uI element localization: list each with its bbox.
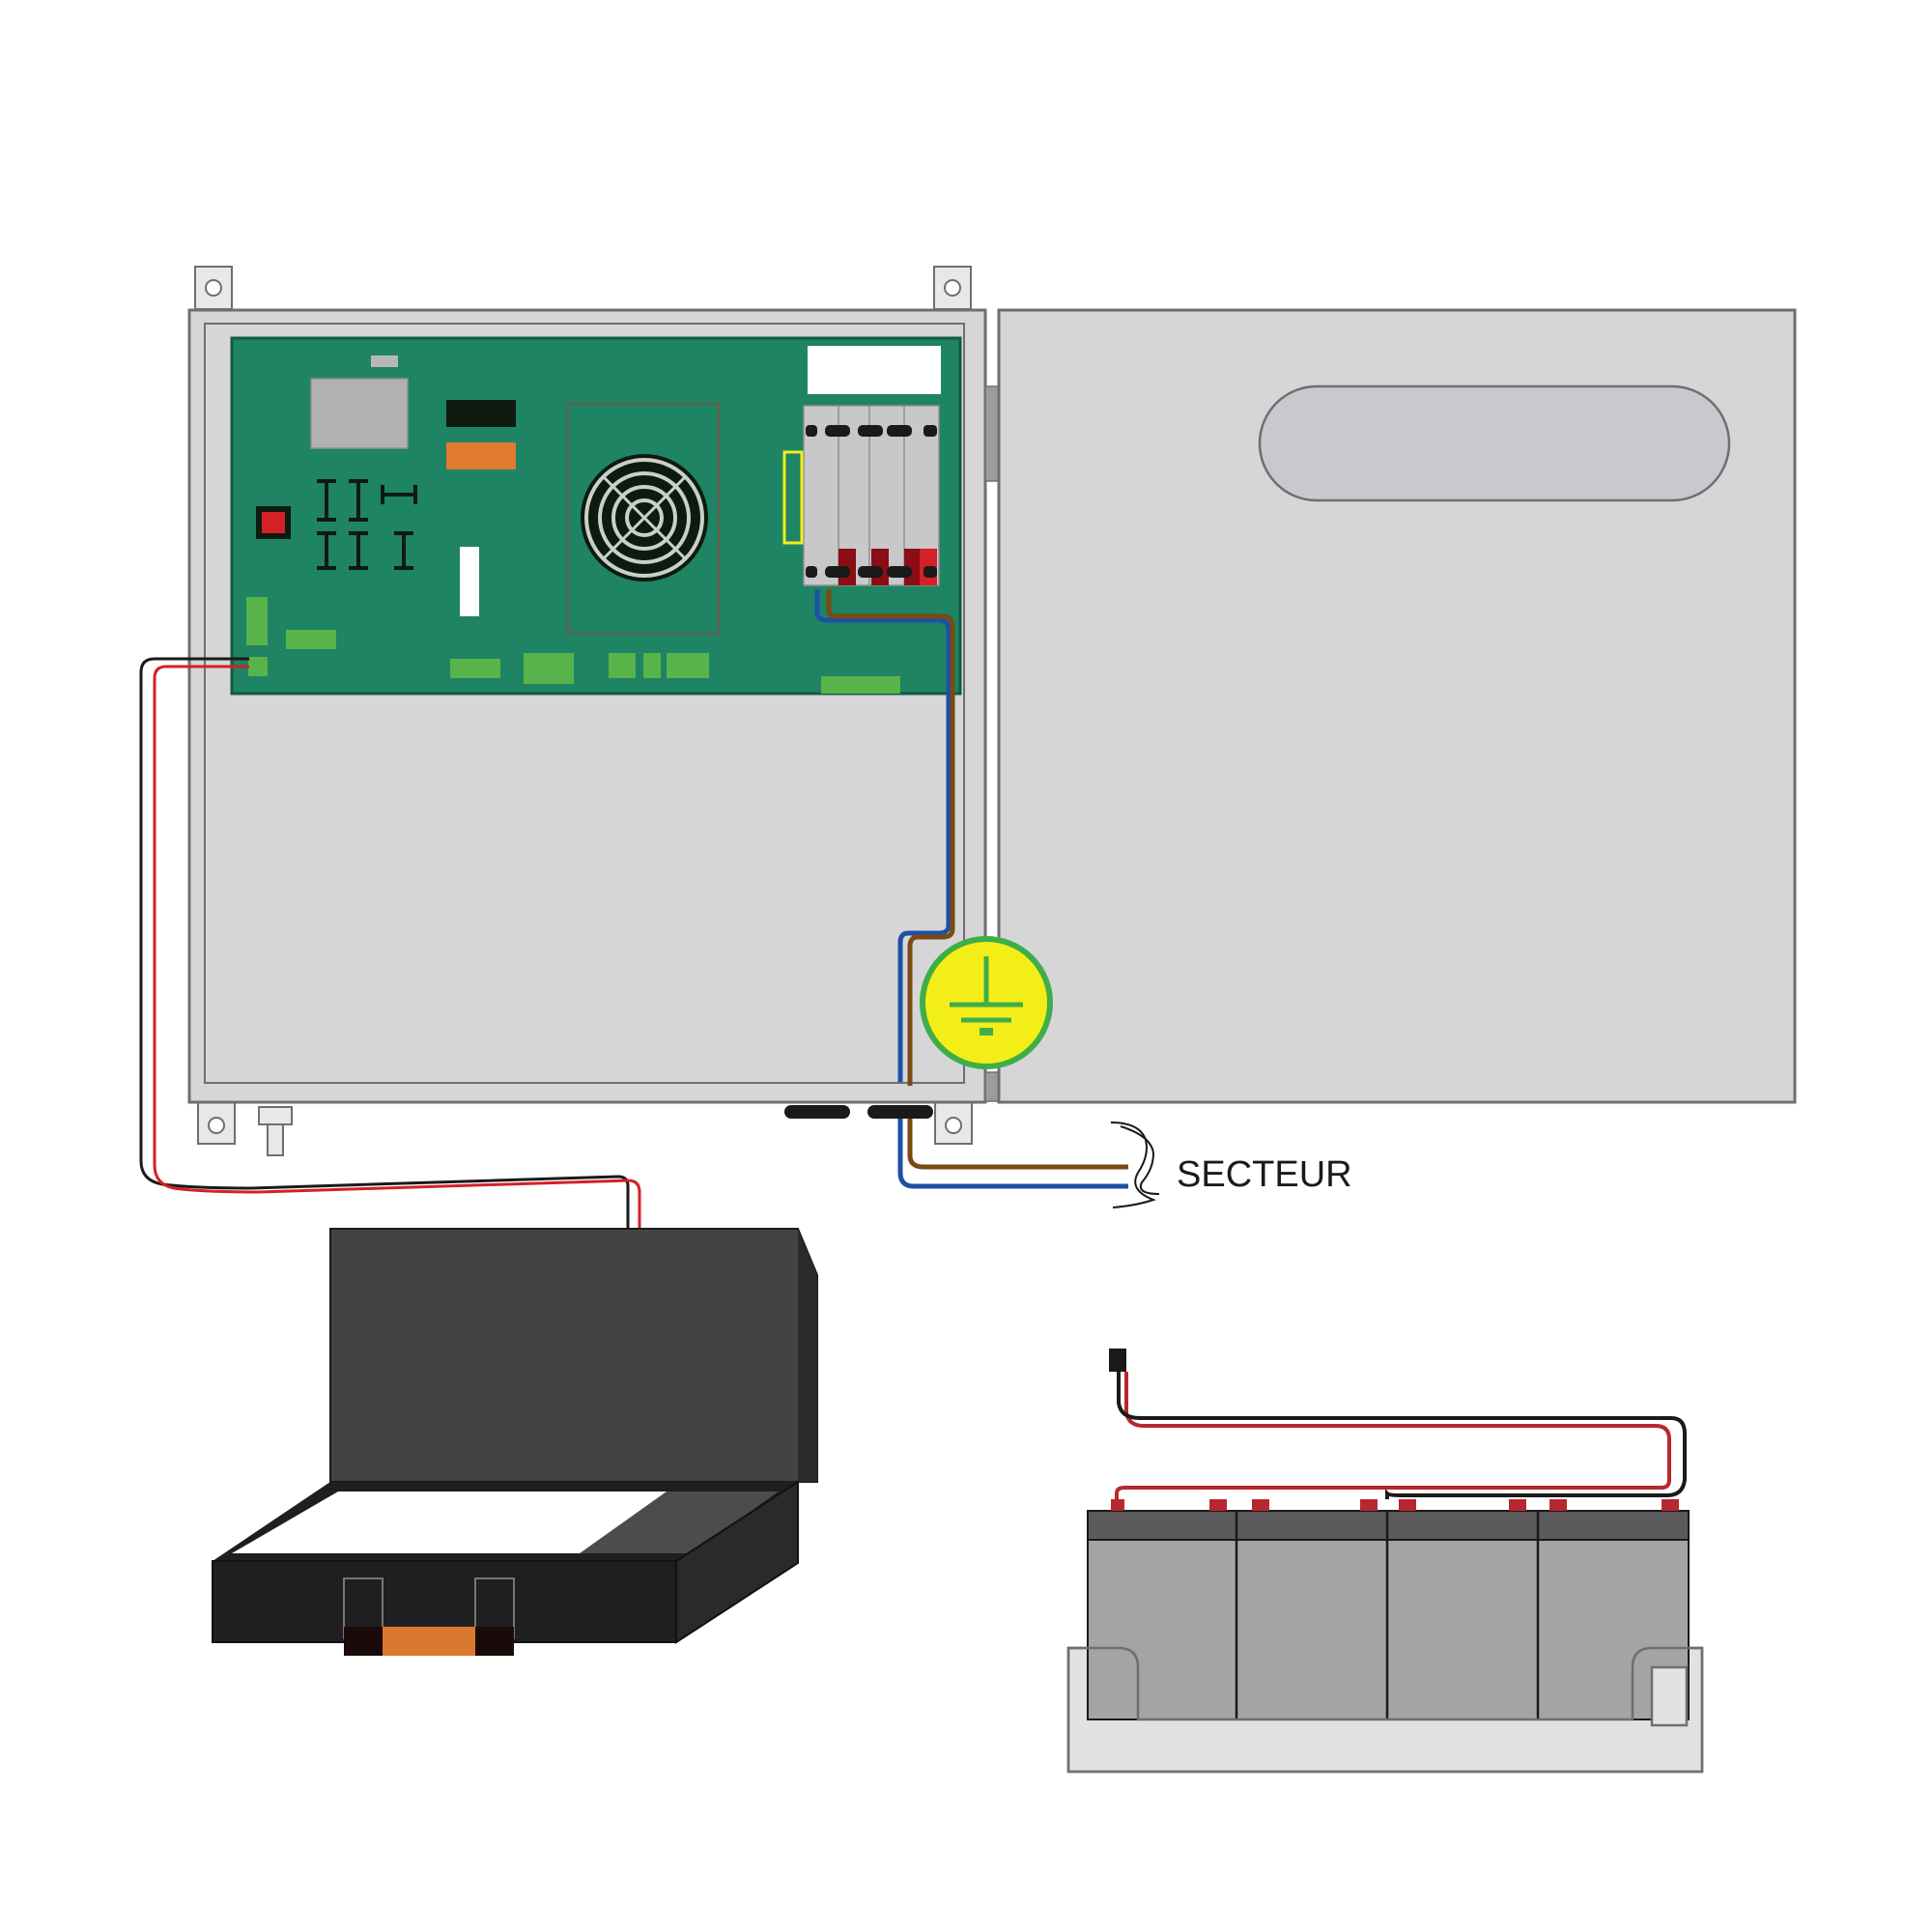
cable-glands <box>784 1105 933 1119</box>
door-window <box>1258 384 1731 502</box>
tray-clip <box>1650 1665 1689 1727</box>
mounting-tab-bottom-left <box>197 1100 236 1145</box>
battery-terminals <box>1111 1499 1679 1511</box>
pcb-red-led <box>256 506 291 539</box>
mounting-tab-top-left <box>194 266 233 310</box>
pcb-transformer <box>310 378 409 449</box>
enclosure-door <box>997 308 1797 1104</box>
mains-label: SECTEUR <box>1177 1154 1352 1195</box>
pcb-black-relay <box>446 400 516 427</box>
fuse-yellow <box>782 450 804 545</box>
battery-cells <box>1087 1510 1690 1720</box>
mains-wiring <box>814 589 1128 1189</box>
earth-ground-icon <box>920 936 1053 1069</box>
pcb-green-connectors <box>246 597 900 694</box>
hinge <box>984 385 1000 482</box>
battery-plug <box>1109 1349 1126 1372</box>
tamper-switch <box>258 1106 293 1156</box>
pcb-white-component <box>460 547 479 616</box>
circuit-board <box>230 336 962 696</box>
fan-grille-icon <box>581 454 708 582</box>
pcb-connector-small <box>371 355 398 367</box>
battery-cable-left <box>139 657 641 1557</box>
battery-pack-right <box>1066 1349 1704 1774</box>
pcb-label-area <box>808 346 941 394</box>
pcb-orange-fuse <box>446 442 516 469</box>
battery-enclosure-left <box>212 1228 818 1656</box>
mounting-tab-top-right <box>933 266 972 310</box>
pcb-fan-housing <box>567 403 720 635</box>
terminal-block <box>803 405 940 586</box>
cable-cut-mark <box>1110 1122 1160 1208</box>
pcb-capacitors <box>317 479 417 570</box>
mounting-tab-bottom-right <box>934 1100 973 1145</box>
hinge-lower <box>984 1071 1000 1102</box>
